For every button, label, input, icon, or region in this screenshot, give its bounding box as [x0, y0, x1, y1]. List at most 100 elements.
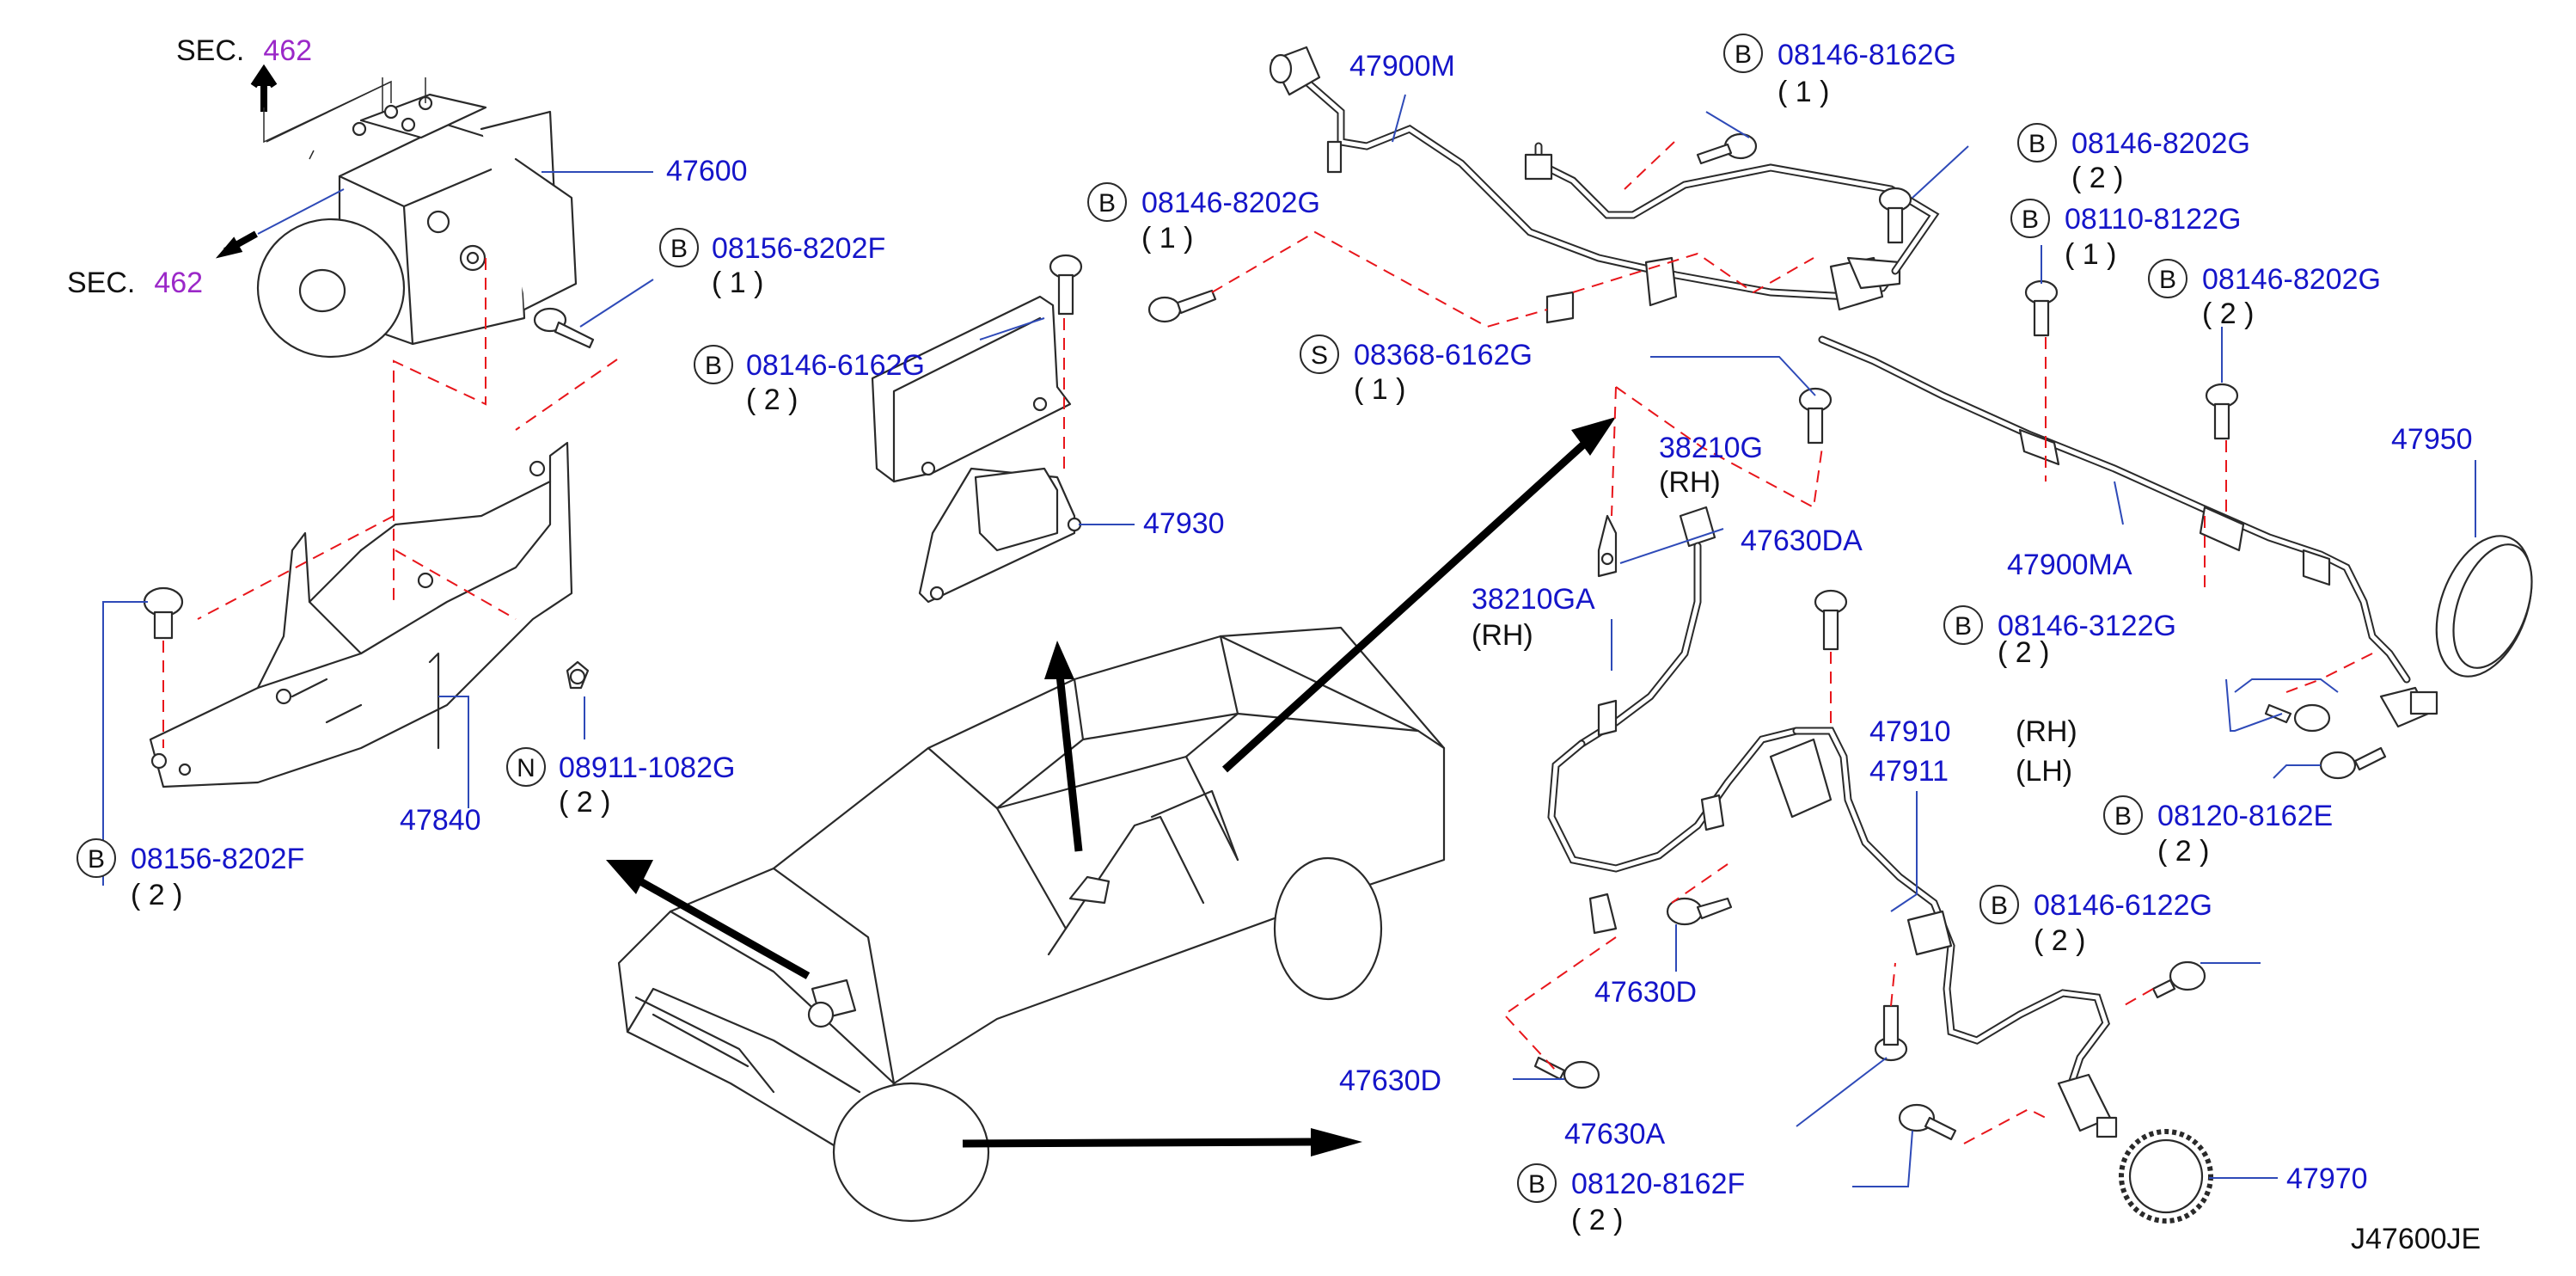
- svg-text:( 2 ): ( 2 ): [2157, 835, 2209, 868]
- part-47911-side: (LH): [2016, 755, 2072, 788]
- bolt-08110-8122g: [2024, 279, 2059, 337]
- callout-08110-8122g: B 08110-8122G ( 1 ): [2010, 199, 2241, 271]
- callout-08146-8202g-1: B 08146-8202G ( 1 ): [1087, 182, 1320, 255]
- part-47630da: 47630DA: [1741, 525, 1863, 557]
- callout-08120-8162f: B 08120-8162F ( 2 ): [1517, 1163, 1745, 1236]
- svg-text:08146-3122G: 08146-3122G: [1998, 610, 2176, 642]
- part-38210g-side: (RH): [1659, 466, 1721, 499]
- callout-08146-8202g-2b: B 08146-8202G ( 2 ): [2148, 259, 2381, 330]
- svg-text:B: B: [670, 235, 688, 263]
- callout-08911-1082g: N 08911-1082G ( 2 ): [506, 747, 735, 819]
- svg-text:( 2 ): ( 2 ): [2034, 924, 2085, 957]
- svg-text:08110-8122G: 08110-8122G: [2065, 203, 2241, 236]
- harness-47900m-drawing: [1269, 46, 1940, 324]
- svg-text:B: B: [2159, 266, 2176, 294]
- callout-08146-6162g: B 08146-6162G ( 2 ): [694, 345, 925, 416]
- svg-text:( 1 ): ( 1 ): [1354, 373, 1405, 406]
- svg-text:B: B: [705, 352, 722, 380]
- svg-text:( 2 ): ( 2 ): [559, 786, 610, 819]
- part-47630d-b: 47630D: [1339, 1064, 1441, 1097]
- part-47630d-a: 47630D: [1594, 976, 1697, 1009]
- part-38210ga-side: (RH): [1472, 619, 1533, 652]
- svg-text:( 2 ): ( 2 ): [1571, 1204, 1623, 1236]
- arrow-to-front-wheel: [962, 1138, 1312, 1148]
- svg-text:08146-8162G: 08146-8162G: [1778, 39, 1956, 71]
- arrowhead-rear: [1571, 417, 1616, 456]
- svg-text:08146-6162G: 08146-6162G: [746, 349, 925, 382]
- hose-38210ga-drawing: [1547, 699, 1801, 935]
- sec-arrow-up: [250, 64, 278, 112]
- dashed-guides: [162, 141, 2373, 1144]
- svg-text:( 1 ): ( 1 ): [1778, 76, 1829, 108]
- bolt-08146-6122g: [2151, 960, 2206, 999]
- bolt-08120-8162e-a: [2264, 703, 2331, 733]
- part-47911: 47911: [1869, 755, 1949, 788]
- svg-text:08146-8202G: 08146-8202G: [2202, 263, 2381, 296]
- sec-label-1: SEC.462: [176, 34, 312, 67]
- svg-text:B: B: [88, 845, 105, 874]
- bolt-08368-6162g: [1798, 387, 1833, 445]
- svg-text:( 2 ): ( 2 ): [2202, 298, 2254, 330]
- bolt-08120-8162e-b: [2319, 746, 2387, 780]
- svg-text:B: B: [1528, 1170, 1545, 1199]
- part-38210ga: 38210GA: [1472, 583, 1595, 616]
- svg-text:B: B: [2022, 206, 2039, 234]
- part-47900m: 47900M: [1349, 50, 1455, 83]
- part-47900ma: 47900MA: [2007, 549, 2132, 581]
- arrowhead-actuator: [606, 860, 653, 894]
- bolt-08146-6162g: [1049, 254, 1083, 316]
- part-47630a: 47630A: [1564, 1118, 1666, 1150]
- arrow-to-rear: [1221, 435, 1594, 773]
- bolt-47630da: [1814, 589, 1848, 651]
- part-47600: 47600: [666, 155, 748, 187]
- svg-text:( 2 ): ( 2 ): [131, 879, 182, 911]
- svg-text:( 2 ): ( 2 ): [746, 383, 798, 416]
- svg-text:B: B: [1098, 189, 1116, 218]
- arrowhead-front-wheel: [1311, 1128, 1362, 1156]
- harness-47910-drawing: [1769, 727, 2118, 1138]
- part-47840: 47840: [400, 804, 481, 837]
- callout-08156-8202f-2: B 08156-8202F ( 2 ): [76, 838, 304, 911]
- svg-text:( 1 ): ( 1 ): [712, 267, 763, 299]
- bolt-47630a: [1874, 1004, 1908, 1062]
- svg-text:N: N: [517, 754, 535, 782]
- part-47970: 47970: [2286, 1163, 2368, 1195]
- part-47910: 47910: [1869, 715, 1951, 748]
- svg-text:08156-8202F: 08156-8202F: [131, 843, 304, 875]
- svg-text:08911-1082G: 08911-1082G: [559, 751, 735, 784]
- svg-text:08156-8202F: 08156-8202F: [712, 232, 885, 265]
- bracket-47840-drawing: [149, 441, 573, 788]
- callout-08146-3122g: B 08146-3122G ( 2 ): [1943, 605, 2176, 669]
- svg-text:08146-6122G: 08146-6122G: [2034, 889, 2212, 922]
- sensor-rotor-47970-drawing: [2119, 1129, 2213, 1224]
- svg-text:( 2 ): ( 2 ): [1998, 636, 2049, 669]
- bolt-08146-8202g-right: [1878, 187, 1912, 244]
- clip-08911-1082g: [566, 660, 590, 690]
- leader-lines: [102, 94, 2476, 1187]
- arrow-to-bracket: [1055, 674, 1083, 852]
- svg-text:B: B: [1955, 612, 1972, 641]
- svg-text:08120-8162E: 08120-8162E: [2157, 800, 2333, 832]
- arrowhead-bracket: [1044, 641, 1074, 679]
- svg-text:08146-8202G: 08146-8202G: [2071, 127, 2250, 160]
- callout-08368-6162g: S 08368-6162G ( 1 ): [1300, 334, 1533, 406]
- arrow-to-actuator: [638, 878, 811, 979]
- part-47910-side: (RH): [2016, 715, 2077, 748]
- callout-08146-6122g: B 08146-6122G ( 2 ): [1979, 885, 2212, 957]
- callout-08156-8202f-1: B 08156-8202F ( 1 ): [659, 228, 885, 299]
- svg-text:B: B: [2114, 802, 2132, 831]
- truck-drawing: [617, 626, 1446, 1223]
- bolt-08146-8202g-far: [2205, 383, 2239, 440]
- bolt-47630d-upper: [1666, 897, 1733, 926]
- svg-text:S: S: [1311, 341, 1328, 370]
- part-38210g: 38210G: [1659, 432, 1763, 464]
- bolt-08146-8202g-left: [1147, 289, 1217, 323]
- part-47930: 47930: [1143, 507, 1225, 540]
- svg-text:08120-8162F: 08120-8162F: [1571, 1168, 1745, 1200]
- part-47950: 47950: [2391, 423, 2473, 456]
- svg-text:B: B: [2028, 130, 2046, 158]
- bolt-47630d-lower: [1533, 1056, 1600, 1089]
- svg-text:08368-6162G: 08368-6162G: [1354, 339, 1533, 371]
- bolt-08146-8162g: [1696, 132, 1758, 165]
